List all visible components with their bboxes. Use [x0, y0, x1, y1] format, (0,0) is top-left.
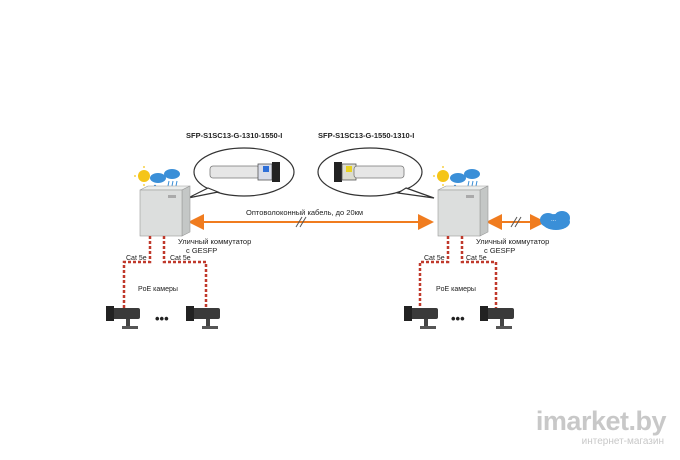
fiber-link [188, 214, 434, 230]
uplink-link [486, 214, 546, 230]
cameras-label-right: PoE камеры [436, 286, 476, 293]
fiber-label: Оптоволоконный кабель, до 20км [246, 208, 364, 217]
camera-icon [106, 306, 140, 329]
cloud-label: ... [551, 217, 557, 223]
internet-cloud-icon [540, 211, 570, 230]
outdoor-switch-left [139, 185, 191, 237]
switch-label-left: Уличный коммутатор с GESFP [178, 237, 251, 255]
rain-cloud-icon [464, 169, 480, 187]
sun-icon [134, 166, 154, 186]
switch-label-right: Уличный коммутатор с GESFP [476, 237, 549, 255]
watermark-subtitle: интернет-магазин [581, 436, 664, 447]
sfp-bubble-left [187, 147, 295, 199]
switch-label-right-line2: с GESFP [484, 246, 516, 255]
switch-label-left-line2: с GESFP [186, 246, 218, 255]
camera-icon [404, 306, 438, 329]
sfp-bubble-right [317, 147, 435, 199]
sun-icon [433, 166, 453, 186]
camera-icon [480, 306, 514, 329]
cat5e-cables-right [418, 236, 498, 312]
cameras-label-left: PoE камеры [138, 286, 178, 293]
cable-label-right-a: Cat 5e [424, 255, 445, 262]
cable-label-left-b: Cat 5e [170, 255, 191, 262]
more-cameras-right: ••• [451, 311, 465, 326]
sfp-label-left: SFP-S1SC13-G-1310-1550-I [186, 131, 283, 140]
cable-label-left-a: Cat 5e [126, 255, 147, 262]
cable-label-right-b: Cat 5e [466, 255, 487, 262]
camera-icon [186, 306, 220, 329]
cat5e-cables-left [122, 236, 208, 312]
switch-label-left-line1: Уличный коммутатор [178, 237, 252, 246]
watermark-brand: imarket.by [535, 406, 667, 436]
sfp-label-right: SFP-S1SC13-G-1550-1310-I [318, 131, 415, 140]
more-cameras-left: ••• [155, 311, 169, 326]
outdoor-switch-right [437, 185, 489, 237]
switch-label-right-line1: Уличный коммутатор [476, 237, 550, 246]
rain-cloud-icon [164, 169, 180, 187]
